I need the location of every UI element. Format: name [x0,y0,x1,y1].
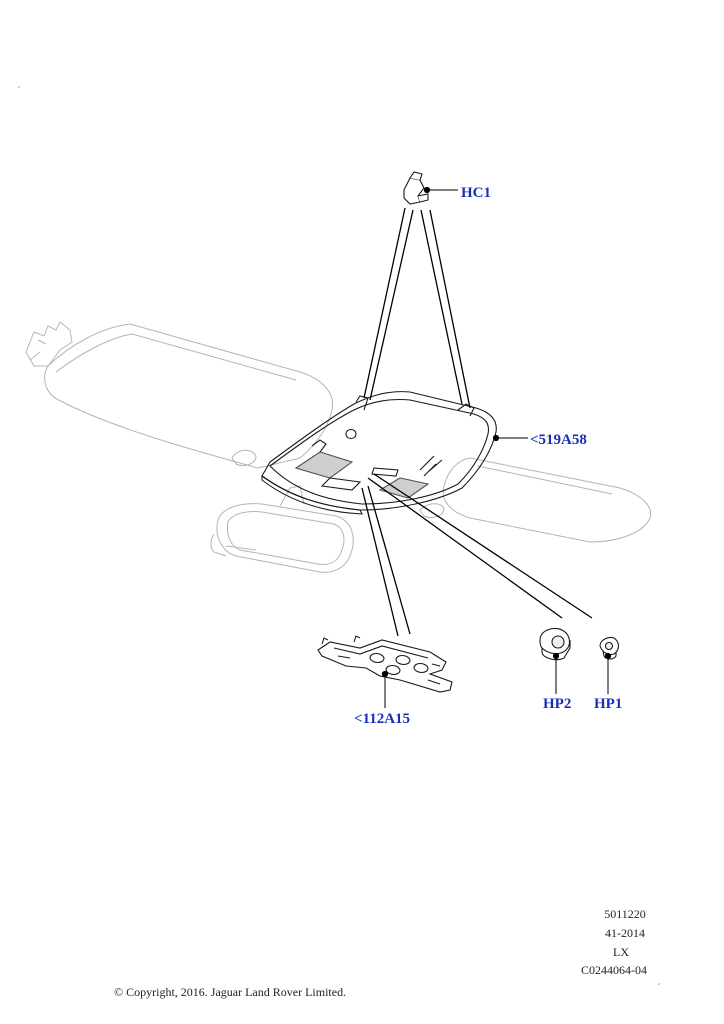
overhead-console [261,391,497,515]
corner-marks [17,85,661,986]
callout-hp1: HP1 [594,696,623,712]
mounting-bracket [317,635,453,693]
right-sun-visor-ghost [419,457,652,543]
left-sun-visor-ghost [25,321,334,469]
leader-lines [361,207,593,637]
hp2-bushing [539,627,571,661]
copyright-notice: © Copyright, 2016. Jaguar Land Rover Lim… [114,985,347,999]
callout-112a15: <112A15 [354,711,411,727]
ref-model-code: LX [613,945,629,959]
callout-pointers [381,186,612,708]
callout-hc1: HC1 [461,185,491,201]
ref-illustration-code: C0244064-04 [581,963,647,977]
callout-519a58: <519A58 [530,432,587,448]
callout-hp2: HP2 [543,696,572,712]
rearview-mirror-ghost [210,485,354,573]
hc1-clip [403,171,429,205]
ref-number: 5011220 [604,907,646,921]
hp1-bushing [599,636,620,660]
ref-date-code: 41-2014 [605,926,645,940]
